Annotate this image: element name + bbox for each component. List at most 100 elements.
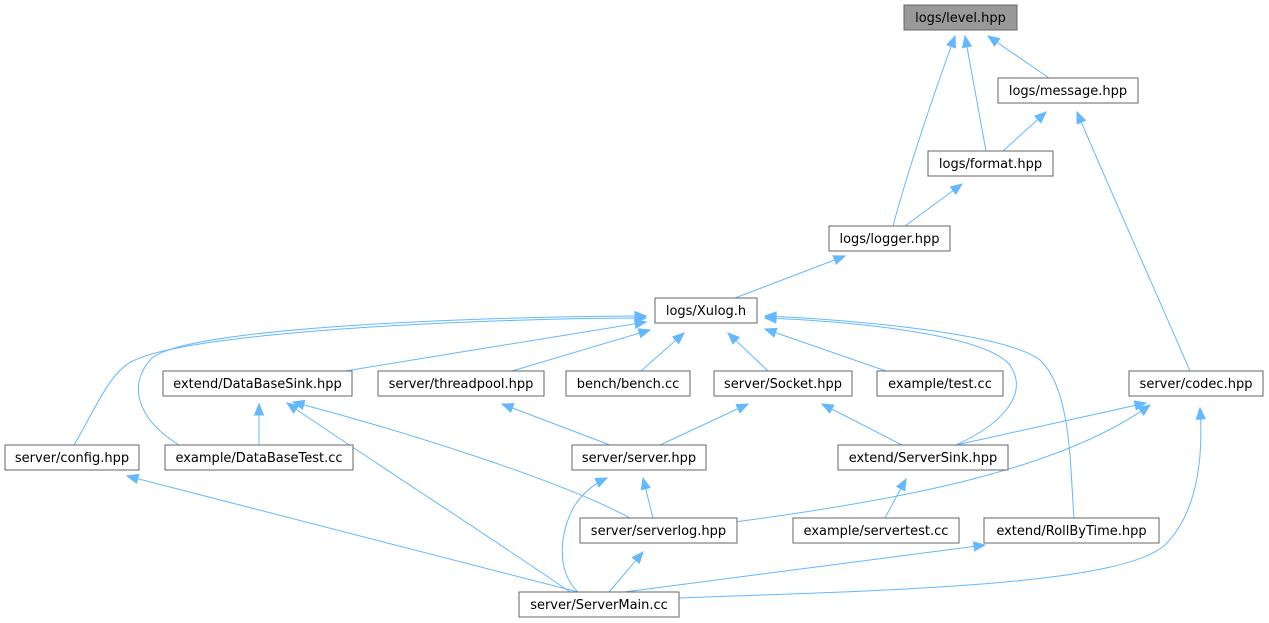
node-message[interactable]: logs/message.hpp xyxy=(997,77,1139,104)
arrowhead-icon xyxy=(946,34,956,49)
arrowhead-icon xyxy=(763,327,778,338)
edges-layer xyxy=(73,34,1207,599)
node-xulog[interactable]: logs/Xulog.h xyxy=(654,297,758,324)
node-codec[interactable]: server/codec.hpp xyxy=(1128,370,1264,397)
edge-line xyxy=(1076,111,1191,372)
arrowhead-icon xyxy=(125,473,140,484)
arrowhead-icon xyxy=(972,541,987,552)
edge-threadpool-to-xulog xyxy=(511,328,652,372)
node-socket[interactable]: server/Socket.hpp xyxy=(713,370,853,397)
node-serverlog[interactable]: server/serverlog.hpp xyxy=(579,517,738,544)
edge-server-to-threadpool xyxy=(500,403,611,446)
node-test[interactable]: example/test.cc xyxy=(876,370,1004,397)
edge-servermain-to-rollbytime xyxy=(623,541,987,593)
edge-dbtest-to-dbsink xyxy=(253,402,265,445)
edge-line xyxy=(137,315,647,464)
edge-server-to-socket xyxy=(659,403,750,446)
node-label: logs/message.hpp xyxy=(1009,84,1127,99)
arrowhead-icon xyxy=(594,477,609,488)
arrowhead-icon xyxy=(1195,406,1207,420)
edge-config-to-xulog xyxy=(73,312,648,446)
edge-line xyxy=(892,35,956,227)
node-box xyxy=(377,370,545,397)
nodes-layer: logs/level.hpp logs/message.hpp logs/forma… xyxy=(4,4,1264,618)
node-logger[interactable]: logs/logger.hpp xyxy=(828,225,951,252)
arrowhead-icon xyxy=(727,332,740,345)
node-label: server/config.hpp xyxy=(15,451,129,466)
arrowhead-icon xyxy=(640,476,651,491)
edge-test-to-xulog xyxy=(763,327,887,372)
node-threadpool[interactable]: server/threadpool.hpp xyxy=(377,370,545,397)
node-label: extend/DataBaseSink.hpp xyxy=(173,377,342,392)
node-server[interactable]: server/server.hpp xyxy=(571,444,707,471)
node-box xyxy=(903,4,1018,31)
arrowhead-icon xyxy=(1133,400,1148,411)
node-box xyxy=(927,150,1054,177)
arrowhead-icon xyxy=(285,402,300,414)
edge-servertest-to-serversink xyxy=(884,477,907,519)
arrowhead-icon xyxy=(253,402,265,416)
node-label: logs/level.hpp xyxy=(915,11,1006,26)
node-box xyxy=(997,77,1139,104)
edge-rollbytime-to-xulog xyxy=(763,311,1075,519)
node-label: server/serverlog.hpp xyxy=(591,524,726,539)
node-serversink[interactable]: extend/ServerSink.hpp xyxy=(837,444,1009,471)
edge-line xyxy=(964,35,987,152)
arrowhead-icon xyxy=(631,550,644,565)
edge-line xyxy=(821,403,903,446)
node-label: server/threadpool.hpp xyxy=(389,377,534,392)
edge-format-to-message xyxy=(1002,111,1047,152)
node-label: example/DataBaseTest.cc xyxy=(175,451,342,466)
node-dbsink[interactable]: extend/DataBaseSink.hpp xyxy=(162,370,353,397)
node-label: server/ServerMain.cc xyxy=(530,598,668,613)
edge-serversink-to-socket xyxy=(820,403,903,446)
edge-logger-to-level xyxy=(892,34,956,227)
edge-serverlog-to-server xyxy=(640,476,654,519)
node-label: example/test.cc xyxy=(888,377,992,392)
node-box xyxy=(4,444,140,471)
edge-dbtest-to-xulog xyxy=(137,310,648,464)
node-label: extend/RollByTime.hpp xyxy=(996,524,1146,539)
node-format[interactable]: logs/format.hpp xyxy=(927,150,1054,177)
node-label: server/Socket.hpp xyxy=(724,377,842,392)
node-servermain[interactable]: server/ServerMain.cc xyxy=(518,591,680,618)
arrowhead-icon xyxy=(637,328,652,339)
edge-line xyxy=(764,315,1075,519)
node-bench[interactable]: bench/bench.cc xyxy=(565,370,691,397)
edge-servermain-to-dbsink xyxy=(285,402,571,593)
edge-line xyxy=(623,544,986,593)
edge-servermain-to-config xyxy=(125,473,579,593)
node-box xyxy=(876,370,1004,397)
arrowhead-icon xyxy=(961,34,973,49)
node-box xyxy=(162,370,353,397)
node-box xyxy=(837,444,1009,471)
edge-message-to-level xyxy=(986,35,1050,79)
arrowhead-icon xyxy=(735,403,750,414)
arrowhead-icon xyxy=(986,35,1001,47)
arrowhead-icon xyxy=(671,332,685,345)
arrowhead-icon xyxy=(1076,110,1087,125)
edge-logger-to-format xyxy=(904,183,964,227)
node-servertest[interactable]: example/servertest.cc xyxy=(792,517,960,544)
node-config[interactable]: server/config.hpp xyxy=(4,444,140,471)
edge-line xyxy=(904,183,963,227)
edge-line xyxy=(734,404,1151,523)
arrowhead-icon xyxy=(949,183,964,196)
edge-line xyxy=(286,402,571,593)
node-box xyxy=(713,370,853,397)
node-rollbytime[interactable]: extend/RollByTime.hpp xyxy=(983,517,1160,544)
arrowhead-icon xyxy=(895,477,907,492)
edge-line xyxy=(659,403,749,446)
node-dbtest[interactable]: example/DataBaseTest.cc xyxy=(164,444,354,471)
edge-line xyxy=(501,403,611,446)
node-label: example/servertest.cc xyxy=(804,524,949,539)
arrowhead-icon xyxy=(500,403,515,413)
edge-line xyxy=(955,402,1147,446)
node-label: bench/bench.cc xyxy=(577,377,680,392)
node-box xyxy=(579,517,738,544)
node-label: logs/format.hpp xyxy=(939,157,1042,172)
node-box xyxy=(565,370,691,397)
node-box xyxy=(983,517,1160,544)
edge-line xyxy=(292,401,631,519)
edge-line xyxy=(987,35,1050,79)
